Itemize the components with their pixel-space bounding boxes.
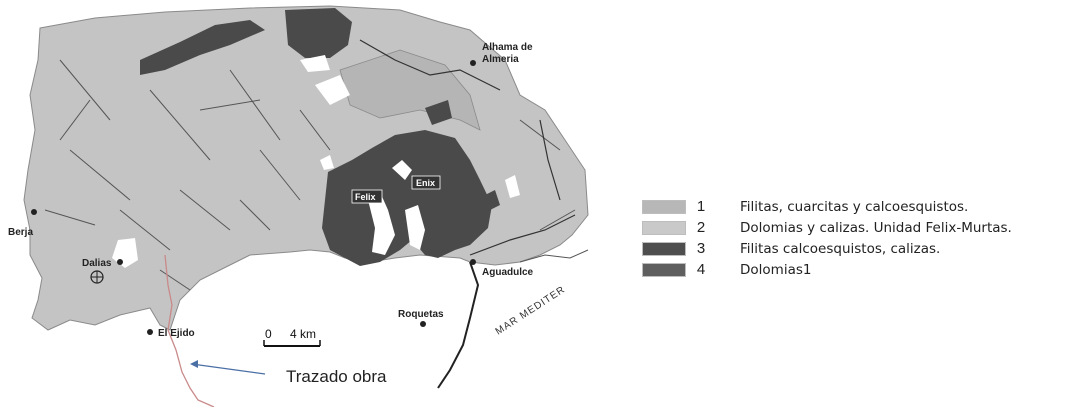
legend-text: Dolomias1 (740, 261, 812, 278)
dark-unit-north-east (425, 100, 452, 125)
sea-label: MAR MEDITER (494, 284, 568, 337)
town-dot-roquetas (420, 321, 426, 327)
place-berja: Berja (8, 227, 33, 238)
legend-item: 3 Filitas calcoesquistos, calizas. (642, 238, 1012, 259)
place-el-ejido: El Ejido (158, 328, 195, 339)
legend-swatch (642, 241, 686, 256)
route-arrow-head (190, 360, 198, 368)
legend-item: 1 Filitas, cuarcitas y calcoesquistos. (642, 196, 1012, 217)
place-dalias: Dalias (82, 258, 112, 269)
legend-swatch (642, 220, 686, 235)
dark-unit-east (485, 190, 500, 210)
fault-lines (44, 59, 576, 291)
place-alhama-line2: Almeria (482, 54, 519, 65)
legend-number: 4 (696, 261, 706, 278)
town-dot-el-ejido (147, 329, 153, 335)
felix-label-box (351, 189, 383, 204)
white-patch (315, 75, 350, 105)
scale-start-label: 0 (265, 327, 272, 341)
place-alhama-line1: Alhama de (482, 42, 533, 53)
scale-end-label: 4 km (290, 327, 316, 341)
legend-swatch (642, 262, 686, 277)
town-dot-dalias (117, 259, 123, 265)
place-aguadulce: Aguadulce (482, 267, 534, 278)
town-dot-berja (31, 209, 37, 215)
unit-label-enix: Enix (416, 178, 435, 188)
enix-label-box (411, 175, 441, 190)
legend-item: 2 Dolomias y calizas. Unidad Felix-Murta… (642, 217, 1012, 238)
legend-number: 2 (696, 219, 706, 236)
white-patch (368, 192, 395, 255)
coastline-east (519, 249, 589, 263)
route-line (164, 254, 215, 407)
white-patch (320, 155, 334, 170)
town-dot-alhama (470, 60, 476, 66)
thrust-faults (359, 39, 576, 256)
white-patch (405, 205, 425, 250)
white-patch (505, 175, 520, 198)
coastline (437, 261, 480, 389)
map-legend: 1 Filitas, cuarcitas y calcoesquistos. 2… (642, 196, 1012, 280)
dark-unit-central (322, 130, 492, 266)
geologic-map: Alhama de Almeria Berja Dalias Aguadulce… (8, 5, 589, 407)
unit-label-felix: Felix (355, 192, 376, 202)
place-roquetas: Roquetas (398, 309, 444, 320)
legend-item: 4 Dolomias1 (642, 259, 1012, 280)
dark-unit-north (285, 8, 352, 58)
legend-text: Filitas calcoesquistos, calizas. (740, 240, 941, 257)
legend-swatch (642, 199, 686, 214)
route-arrow (191, 363, 266, 375)
town-dot-aguadulce (470, 259, 476, 265)
white-patch (300, 55, 330, 72)
legend-text: Dolomias y calizas. Unidad Felix-Murtas. (740, 219, 1012, 236)
legend-number: 1 (696, 198, 706, 215)
route-label: Trazado obra (286, 367, 387, 386)
legend-text: Filitas, cuarcitas y calcoesquistos. (740, 198, 969, 215)
white-patch (392, 160, 412, 180)
legend-number: 3 (696, 240, 706, 257)
dark-unit-north-west (140, 20, 265, 75)
